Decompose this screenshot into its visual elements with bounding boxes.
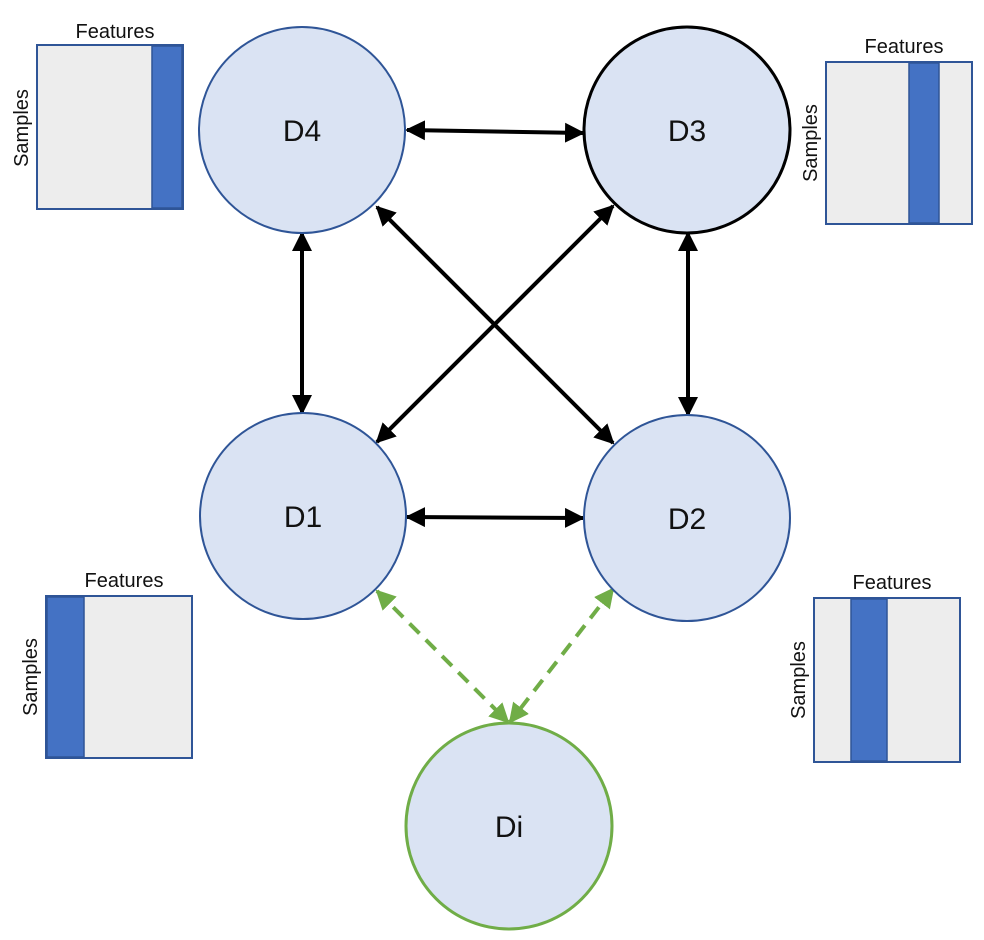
node-d2: D2 bbox=[583, 414, 791, 622]
edge-d4-d3 bbox=[405, 120, 585, 143]
matrix-d2-samples-label: Samples bbox=[788, 641, 810, 719]
matrix-d1-features-label: Features bbox=[85, 570, 164, 592]
matrix-d4: Features Samples bbox=[11, 21, 184, 210]
node-d4: D4 bbox=[198, 26, 406, 234]
edge-d1-di bbox=[375, 589, 510, 724]
node-d4-label: D4 bbox=[283, 115, 321, 148]
matrix-d3-body bbox=[825, 61, 973, 225]
matrix-d4-features-label: Features bbox=[76, 21, 155, 43]
edge-d1-d2 bbox=[405, 507, 585, 528]
matrix-d4-samples-label: Samples bbox=[11, 89, 33, 167]
edge-d3-d1 bbox=[375, 204, 615, 444]
node-d3-circle bbox=[582, 25, 792, 235]
matrix-d2-features-label: Features bbox=[853, 572, 932, 594]
node-d3: D3 bbox=[582, 25, 792, 235]
node-d2-circle bbox=[583, 414, 791, 622]
matrix-d1: Features Samples bbox=[20, 570, 193, 759]
matrix-d2: Features Samples bbox=[788, 572, 961, 763]
matrix-d3: Features Samples bbox=[800, 36, 973, 225]
matrix-d2-feature-column bbox=[850, 598, 888, 762]
edges bbox=[292, 120, 698, 724]
matrix-d3-samples-label: Samples bbox=[800, 104, 822, 182]
matrix-d1-samples-label: Samples bbox=[20, 638, 42, 716]
matrix-d1-feature-column bbox=[46, 596, 85, 758]
node-d1-label: D1 bbox=[284, 501, 322, 534]
node-d2-label: D2 bbox=[668, 503, 706, 536]
edge-d2-di bbox=[508, 587, 615, 724]
node-d4-circle bbox=[198, 26, 406, 234]
node-di-circle bbox=[404, 721, 614, 931]
matrix-d4-feature-column bbox=[151, 45, 183, 209]
node-di: Di bbox=[404, 721, 614, 931]
node-d1: D1 bbox=[199, 412, 407, 620]
matrix-d3-feature-column bbox=[908, 62, 940, 224]
node-d3-label: D3 bbox=[668, 115, 706, 148]
node-d1-circle bbox=[199, 412, 407, 620]
matrix-d3-features-label: Features bbox=[865, 36, 944, 58]
node-di-label: Di bbox=[495, 811, 523, 844]
